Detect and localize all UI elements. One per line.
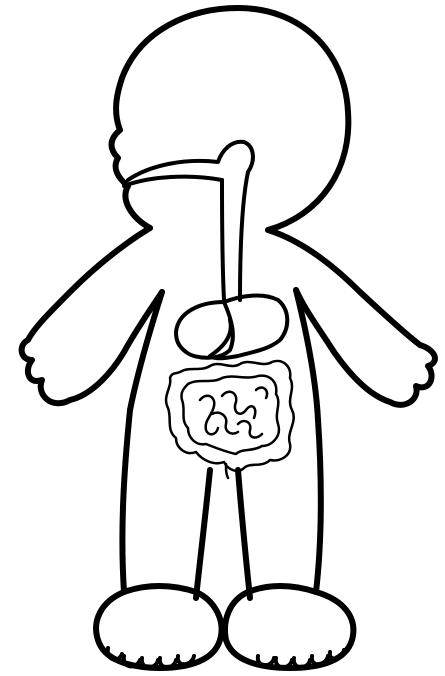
left-arm-outline [22,228,162,403]
left-leg-inner [196,470,210,598]
right-foot-outline [225,586,353,668]
left-foot-outline [96,586,221,668]
stomach [210,296,287,359]
small-intestine [200,388,267,438]
mouth-cavity [128,142,253,180]
liver [176,302,233,358]
torso-left-side [122,410,130,592]
left-arm-inner [130,292,162,410]
right-arm-outline [268,230,435,405]
torso-right-side [316,420,321,592]
head-outline [112,8,349,230]
mouth-lower [124,177,222,186]
esophagus-left [222,180,224,300]
esophagus-right [240,172,248,300]
right-leg-inner [238,470,250,598]
